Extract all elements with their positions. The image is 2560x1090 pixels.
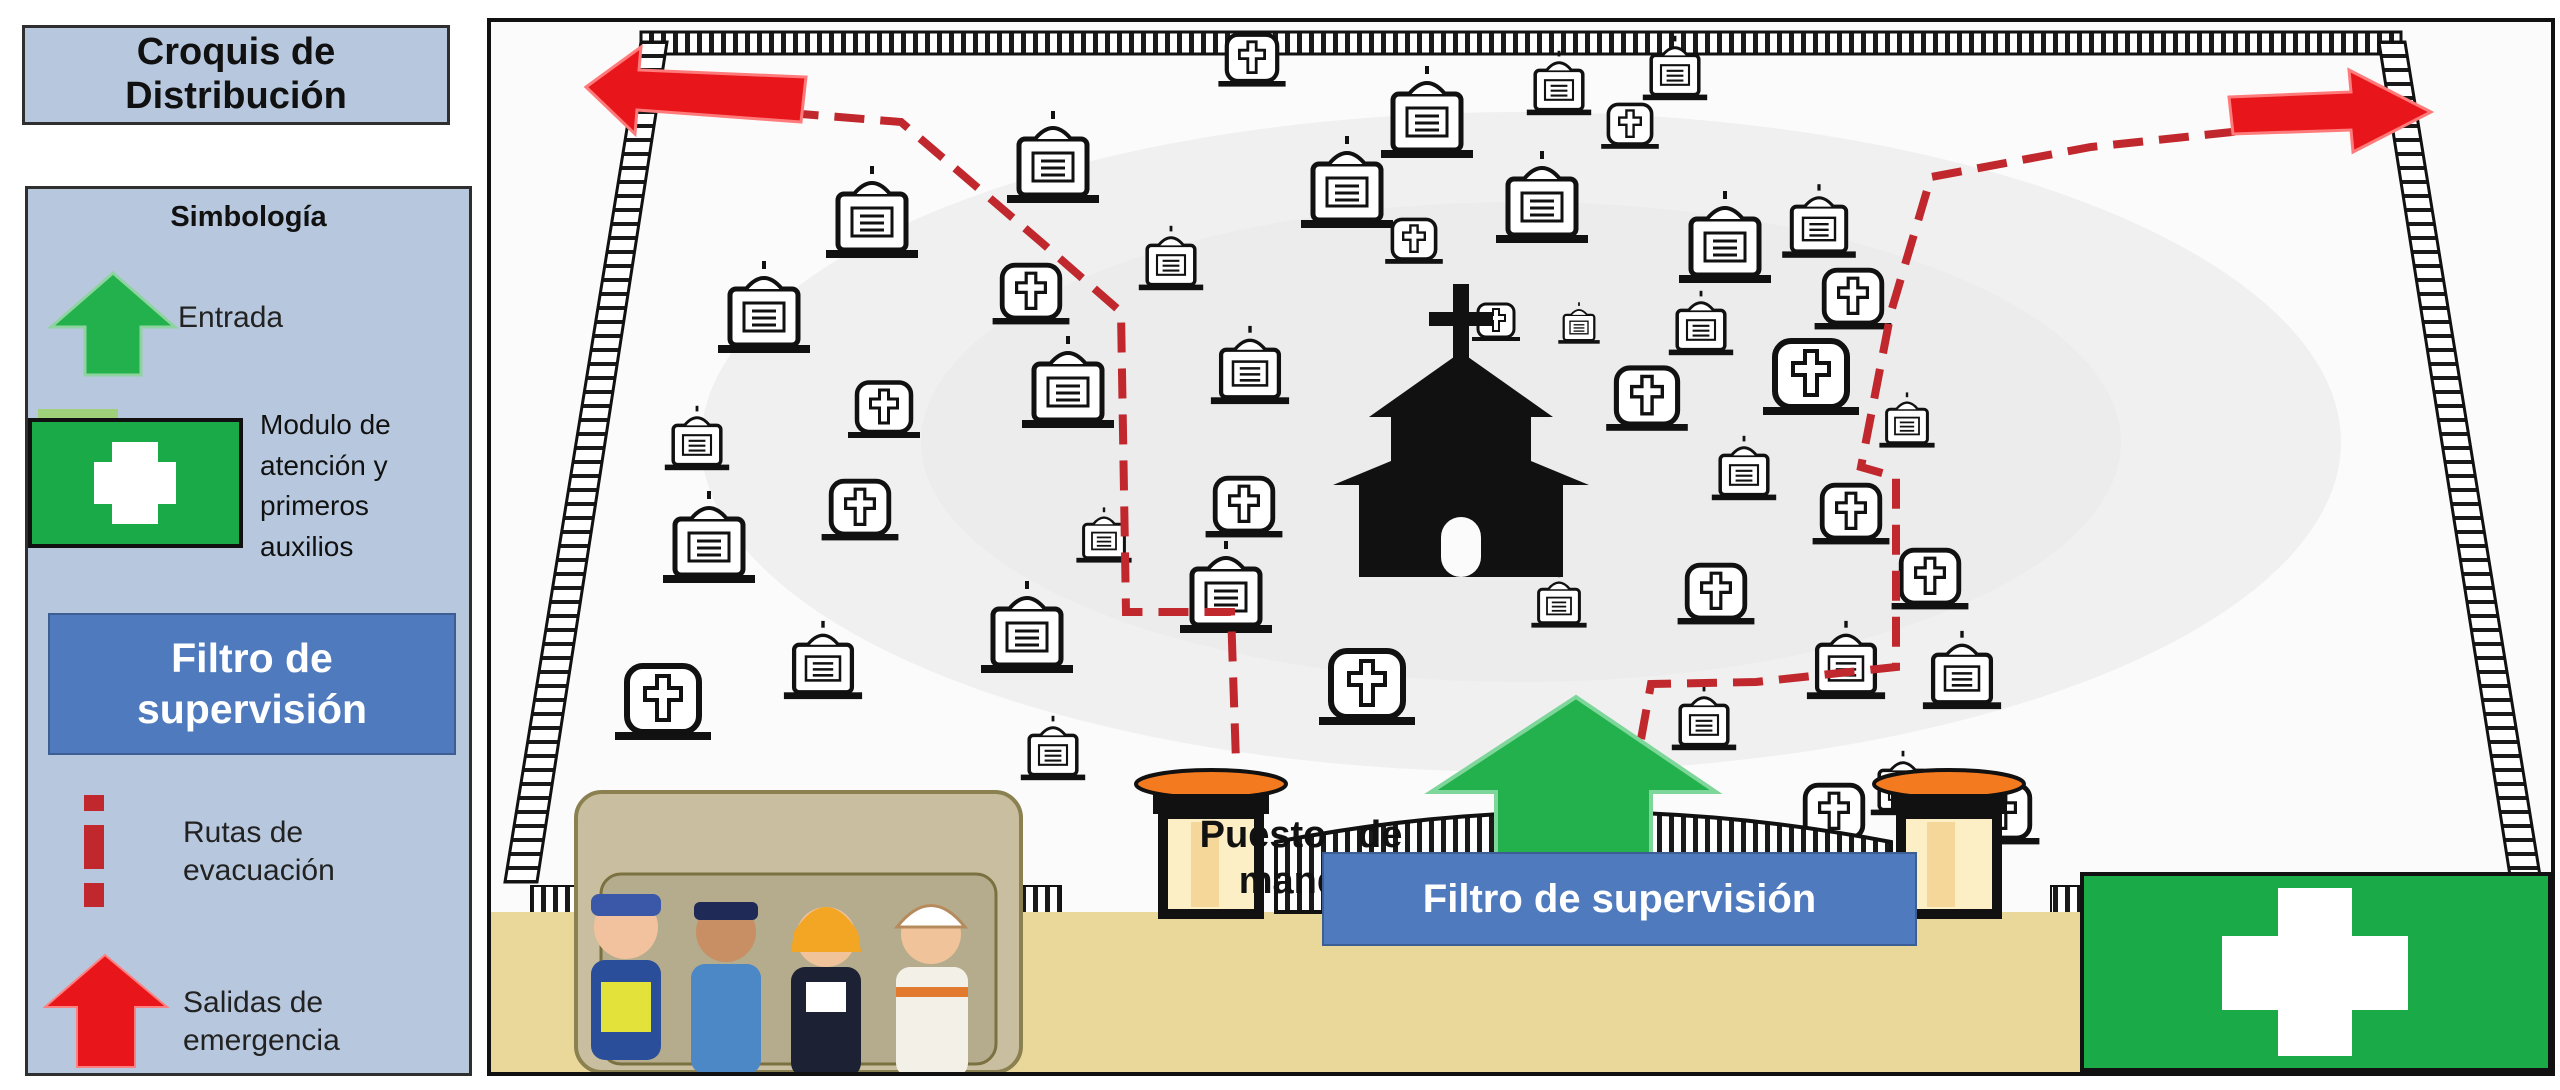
legend-modulo-label: Modulo de atención y primeros auxilios bbox=[260, 405, 460, 567]
filter-legend-line2: supervisión bbox=[136, 686, 368, 732]
diagram-title: Croquis de Distribución bbox=[22, 25, 450, 125]
legend-entrada-label: Entrada bbox=[178, 301, 284, 334]
legend-modulo-line1: Modulo de bbox=[260, 409, 391, 440]
command-post-label: Puesto de mando bbox=[1081, 812, 1521, 905]
exit-arrow-icon bbox=[43, 953, 170, 1068]
legend-salidas-line1: Salidas de bbox=[183, 986, 324, 1019]
legend-rutas-line1: Rutas de bbox=[183, 816, 304, 849]
legend-salidas-label: Salidas de emergencia bbox=[183, 984, 340, 1059]
evacuation-routes bbox=[650, 98, 2327, 768]
church-icon bbox=[1333, 284, 1589, 577]
exit-arrow-left bbox=[583, 43, 808, 138]
legend-modulo-line3: primeros bbox=[260, 490, 369, 522]
route-dash-icon bbox=[84, 795, 104, 907]
map-drawing bbox=[491, 30, 2551, 1072]
entry-arrow-icon bbox=[46, 271, 180, 377]
legend-salidas-line2: emergencia bbox=[183, 1023, 340, 1057]
first-aid-legend-icon bbox=[28, 418, 243, 548]
filter-legend-line1: Filtro de bbox=[171, 634, 333, 681]
legend-rutas-label: Rutas de evacuación bbox=[183, 814, 335, 889]
officers-illustration bbox=[591, 894, 969, 1072]
legend-modulo-line2: atención y bbox=[260, 449, 388, 481]
gate-pillar-left bbox=[1134, 768, 1288, 919]
legend-title: Simbología bbox=[170, 201, 327, 233]
legend-modulo-line4: auxilios bbox=[260, 530, 354, 562]
filter-legend-box: Filtro de supervisión bbox=[48, 613, 456, 755]
supervision-filter-label: Filtro de supervisión bbox=[1322, 852, 1917, 946]
legend-rutas-line2: evacuación bbox=[183, 853, 335, 887]
title-text: Croquis de Distribución bbox=[125, 31, 347, 117]
first-aid-cross-icon bbox=[2222, 888, 2408, 1056]
exit-arrow-right bbox=[2227, 67, 2435, 155]
command-post-line1: Puesto de bbox=[1199, 814, 1403, 856]
first-aid-module bbox=[2080, 872, 2552, 1072]
gate-pillar-right bbox=[1872, 768, 2026, 919]
